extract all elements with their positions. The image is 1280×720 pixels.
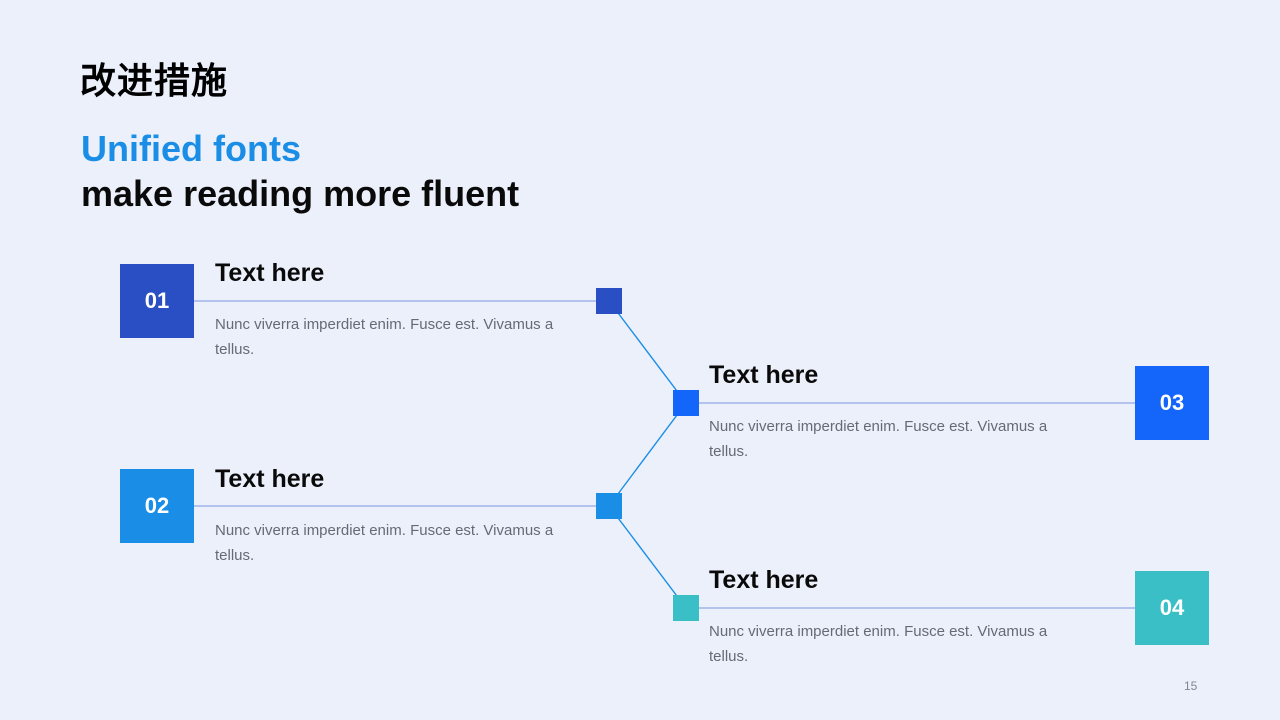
item-heading-03: Text here [709,361,819,389]
node-square-03 [673,390,699,416]
item-heading-01: Text here [215,259,325,287]
node-square-01 [596,288,622,314]
subtitle-main: make reading more fluent [81,173,520,214]
node-square-02 [596,493,622,519]
page-number: 15 [1184,679,1198,693]
page-title: 改进措施 [80,61,229,102]
branch-02-to-03 [608,402,687,507]
item-body-02: Nunc viverra imperdiet enim. Fusce est. … [215,522,554,564]
number-badge-04: 04 [1135,571,1209,645]
number-badge-01: 01 [120,264,194,338]
item-heading-04: Text here [709,566,819,594]
branch-02-to-04 [608,505,687,609]
item-body-03: Nunc viverra imperdiet enim. Fusce est. … [709,418,1048,460]
node-square-04 [673,595,699,621]
branch-01-to-03 [608,300,687,404]
item-heading-02: Text here [215,465,325,493]
number-badge-02: 02 [120,469,194,543]
subtitle-accent: Unified fonts [81,128,301,169]
item-body-04: Nunc viverra imperdiet enim. Fusce est. … [709,623,1048,665]
item-body-01: Nunc viverra imperdiet enim. Fusce est. … [215,316,554,358]
number-badge-03: 03 [1135,366,1209,440]
